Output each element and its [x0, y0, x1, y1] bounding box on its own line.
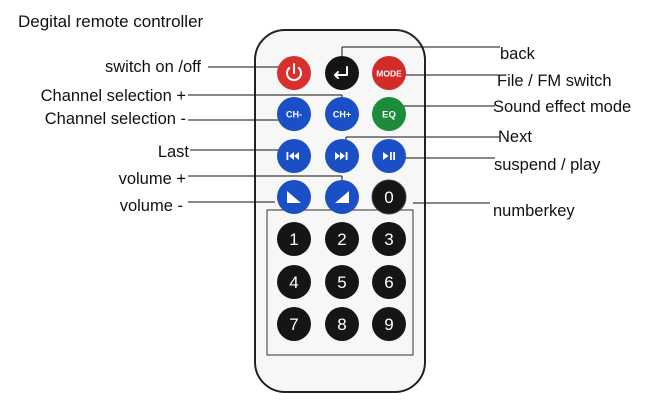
label-ch-minus: Channel selection - — [44, 110, 186, 128]
digit-7-button[interactable]: 7 — [277, 307, 311, 341]
digit-4-button[interactable]: 4 — [277, 265, 311, 299]
ch-plus-button[interactable]: CH+ — [325, 97, 359, 131]
label-back: back — [500, 45, 535, 63]
power-icon — [286, 63, 302, 82]
skip-forward-icon — [335, 152, 348, 160]
skip-back-icon — [286, 152, 299, 160]
digit-8-button[interactable]: 8 — [325, 307, 359, 341]
digit-1-button[interactable]: 1 — [277, 222, 311, 256]
label-eq: Sound effect mode — [493, 98, 632, 116]
label-last: Last — [157, 143, 189, 161]
digit-7-label: 7 — [289, 315, 298, 334]
label-mode: File / FM switch — [497, 72, 612, 90]
digit-3-label: 3 — [384, 230, 393, 249]
ch-minus-button[interactable]: CH- — [277, 97, 311, 131]
play-button[interactable] — [372, 139, 406, 173]
label-ch-plus: Channel selection + — [40, 87, 186, 105]
leader-lines — [188, 46, 500, 204]
next-button[interactable] — [325, 139, 359, 173]
label-volume-plus: volume + — [118, 170, 186, 188]
volume-up-wedge-icon — [335, 191, 349, 203]
digit-9-label: 9 — [384, 315, 393, 334]
volume-minus-button[interactable] — [277, 180, 311, 214]
mode-button-label: MODE — [376, 69, 402, 79]
diagram-title: Degital remote controller — [18, 12, 204, 31]
play-pause-icon — [383, 152, 395, 160]
mode-button[interactable]: MODE — [372, 56, 406, 90]
digit-0-button[interactable]: 0 — [371, 179, 407, 215]
back-button[interactable] — [325, 56, 359, 90]
digit-6-label: 6 — [384, 273, 393, 292]
digit-5-label: 5 — [337, 273, 346, 292]
digit-8-label: 8 — [337, 315, 346, 334]
last-button[interactable] — [277, 139, 311, 173]
digit-2-button[interactable]: 2 — [325, 222, 359, 256]
ch-plus-button-label: CH+ — [333, 110, 351, 120]
digit-1-label: 1 — [289, 230, 298, 249]
label-power: switch on /off — [105, 58, 201, 76]
volume-down-wedge-icon — [287, 191, 301, 203]
return-arrow-icon — [334, 66, 348, 79]
digit-3-button[interactable]: 3 — [372, 222, 406, 256]
label-next: Next — [498, 128, 532, 146]
label-numberkey: numberkey — [493, 202, 575, 220]
ch-minus-button-label: CH- — [286, 110, 302, 120]
label-play: suspend / play — [494, 156, 601, 174]
digit-0-label: 0 — [384, 188, 393, 207]
label-volume-minus: volume - — [119, 197, 183, 215]
digit-5-button[interactable]: 5 — [325, 265, 359, 299]
power-button[interactable] — [277, 56, 311, 90]
digit-2-label: 2 — [337, 230, 346, 249]
eq-button-label: EQ — [382, 110, 396, 121]
digit-6-button[interactable]: 6 — [372, 265, 406, 299]
eq-button[interactable]: EQ — [372, 97, 406, 131]
number-keypad: 0 1 2 3 4 5 6 7 8 9 — [277, 179, 407, 341]
digit-4-label: 4 — [289, 273, 298, 292]
volume-plus-button[interactable] — [325, 180, 359, 214]
digit-9-button[interactable]: 9 — [372, 307, 406, 341]
